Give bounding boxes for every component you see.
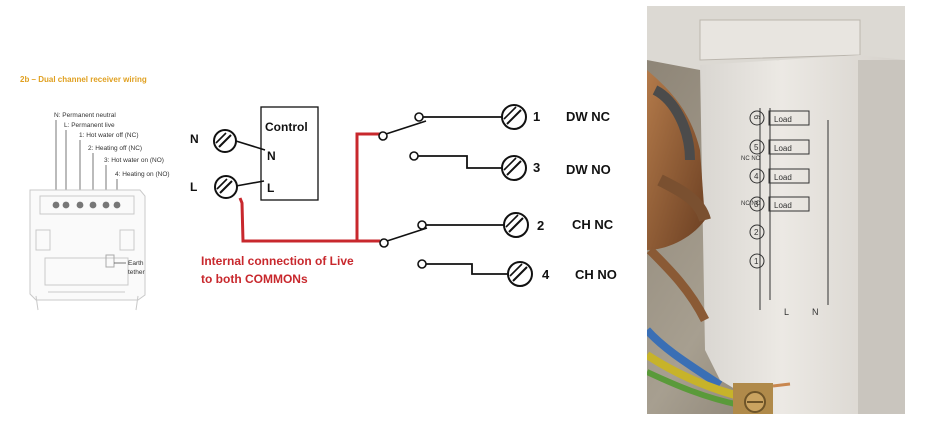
photo-side-label-upper: NC NO [741,156,761,162]
photo-label-l: L [784,307,789,317]
input-n-label: N [190,132,199,146]
dw-common-contact [378,131,388,141]
ch-common-contact [379,238,389,248]
input-l-label: L [190,180,197,194]
photo-term-5: 5 [754,143,759,152]
callout-1: 1: Hot water off (NC) [79,132,138,139]
photo-term-4: 4 [754,172,759,181]
l-wire [235,180,265,187]
photo-load-3: Load [774,201,792,210]
control-box [260,106,319,201]
photo-term-3: 3 [754,200,759,209]
output-4-num: 4 [542,267,550,282]
control-label: Control [265,120,308,134]
earth-label-2: tether [128,269,145,276]
photo-load-5: Load [774,144,792,153]
receiver-photo: 6 Load 5 Load 4 Load [647,6,905,414]
photo-term-1: 1 [754,257,759,266]
receiver-outline [29,189,146,311]
screw-out-3 [501,155,527,181]
callout-2: 2: Heating off (NC) [88,145,142,152]
screw-out-4 [507,261,533,287]
dw-switch-arm [385,120,427,135]
dw-no-contact [409,151,419,161]
control-n-label: N [267,149,276,163]
live-note-line1: Internal connection of Live [201,254,354,268]
live-bus [238,132,380,243]
photo-load-6: Load [774,115,792,124]
output-3-num: 3 [533,160,540,175]
ch-switch-arm [386,227,428,242]
ch-no-wire [426,263,508,275]
live-note-line2: to both COMMONs [201,272,308,286]
callout-live: L: Permanent live [64,122,115,129]
screw-out-1 [501,104,527,130]
callout-neutral: N: Permanent neutral [54,112,116,119]
dw-nc-contact [414,112,424,122]
schematic: Control N L N L [190,104,617,287]
ch-no-contact [417,259,427,269]
photo-side-label-lower: NC NO [741,201,761,207]
dw-no-wire [418,155,502,169]
screw-l [214,175,238,199]
output-4-label: CH NO [575,267,617,282]
screw-out-2 [503,212,529,238]
photo-term-6: 6 [752,115,761,120]
photo-terminal-rows: 6 Load 5 Load 4 Load [749,110,810,269]
output-1-num: 1 [533,109,540,124]
callout-4: 4: Heating on (NO) [115,171,170,178]
manual-heading: 2b – Dual channel receiver wiring [20,75,147,84]
callout-3: 3: Hot water on (NO) [104,157,164,164]
photo-label-n: N [812,307,819,317]
manual-excerpt: 2b – Dual channel receiver wiring N: Per… [20,75,170,311]
output-2-label: CH NC [572,217,614,232]
output-2-num: 2 [537,218,544,233]
photo-load-4: Load [774,173,792,182]
ch-nc-contact [417,220,427,230]
n-wire [235,140,266,151]
output-3-label: DW NO [566,162,611,177]
earth-label-1: Earth [128,260,144,267]
control-l-label: L [267,181,274,195]
manual-terminals [52,201,121,209]
output-1-label: DW NC [566,109,611,124]
screw-n [213,129,237,153]
photo-term-2: 2 [754,228,759,237]
